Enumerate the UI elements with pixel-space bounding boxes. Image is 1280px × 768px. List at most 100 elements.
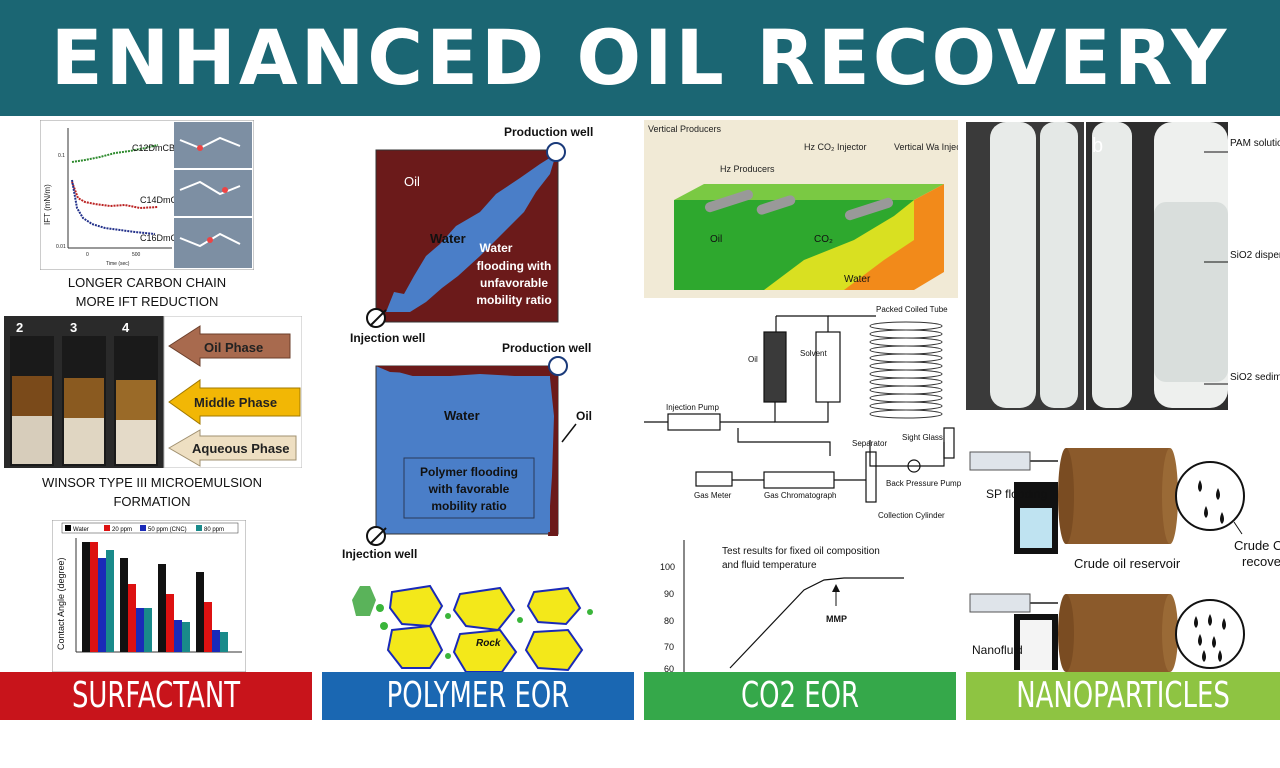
- co2-label-bar: [644, 672, 956, 720]
- coiled-tube: [869, 321, 943, 419]
- collection-cylinder-label: Collection Cylinder: [878, 511, 945, 520]
- packed-coiled-tube-label: Packed Coiled Tube: [876, 305, 948, 314]
- water-bottom-label: Water: [444, 408, 480, 423]
- ift-chart: IFT (mN/m) 0.1 0.01 0 500 Time (sec) C12…: [40, 120, 254, 270]
- injection-well-bottom: [366, 526, 386, 546]
- mmp-note-line2: and fluid temperature: [722, 560, 817, 571]
- rock-grain-diagram: Rock: [352, 584, 593, 672]
- surfactant-label-bar: [0, 672, 312, 720]
- co2-zone-label: CO₂: [814, 234, 833, 245]
- bottom-desc-3: mobility ratio: [431, 499, 506, 513]
- ift-xtick-2: 500: [132, 252, 141, 258]
- syringe-top: [969, 451, 1058, 471]
- oil-phase-label: Oil Phase: [204, 340, 263, 355]
- ift-xlabel: Time (sec): [106, 261, 130, 267]
- production-well-bottom: [548, 356, 568, 376]
- nano-panel: b PAM solution SiO2 dispersion SiO2 sedi…: [966, 116, 1280, 672]
- legend-20ppm: 20 ppm: [112, 527, 132, 533]
- legend-water: Water: [73, 527, 89, 533]
- ift-series-c16: [71, 179, 156, 235]
- mmp-ytick-60: 60: [664, 664, 674, 672]
- vertical-producers-label: Vertical Producers: [648, 124, 722, 134]
- mmp-ytick-80: 80: [664, 616, 674, 626]
- nanofluid-label: Nanofluid: [972, 643, 1023, 657]
- tube-3: [62, 336, 106, 466]
- microemulsion-caption-line2: FORMATION: [113, 494, 191, 509]
- tube-label-4: 4: [122, 320, 130, 335]
- sio2-dispersion-label: SiO2 dispersion: [1230, 250, 1280, 261]
- oil-bottom-label: Oil: [576, 409, 592, 423]
- sight-glass-label: Sight Glass: [902, 433, 943, 442]
- co2-reservoir-diagram: Vertical Producers Hz Producers Hz CO₂ I…: [644, 120, 958, 298]
- nano-label: NANOPARTICLES: [1016, 675, 1230, 716]
- separator-label: Separator: [852, 439, 887, 448]
- legend-80ppm: 80 ppm: [204, 527, 224, 533]
- sio2-tubes-photo: b PAM solution SiO2 dispersion SiO2 sedi…: [966, 122, 1280, 410]
- microemulsion-figure: 2 3 4 Oil Phase Middle Phase Aqueous Pha…: [4, 316, 302, 468]
- contact-angle-ylabel: Contact Angle (degree): [56, 557, 66, 650]
- contact-bars: [82, 542, 228, 652]
- crude-oil-recovery-label-2: recove: [1242, 554, 1280, 569]
- bottom-desc-2: with favorable: [428, 482, 510, 496]
- ift-series-c14: [71, 181, 159, 210]
- aqueous-phase-label: Aqueous Phase: [192, 441, 290, 456]
- top-desc-1: Water: [480, 241, 513, 255]
- co2-apparatus-diagram: Packed Coiled Tube Oil Solvent Injection…: [644, 302, 962, 538]
- production-well-bottom-label: Production well: [502, 341, 591, 355]
- mmp-chart: Test results for fixed oil composition a…: [644, 536, 962, 672]
- polymer-label: POLYMER EOR: [386, 675, 570, 716]
- tube-2: [10, 336, 54, 466]
- pam-solution-label: PAM solution: [1230, 138, 1280, 149]
- injection-well-bottom-label: Injection well: [342, 547, 417, 561]
- oil-top-label: Oil: [404, 174, 420, 189]
- surfactant-label: SURFACTANT EOR: [71, 675, 241, 764]
- surfactant-panel: IFT (mN/m) 0.1 0.01 0 500 Time (sec) C12…: [0, 116, 316, 672]
- ift-series-c12: [71, 144, 159, 163]
- aqueous-phase-arrow: [168, 429, 297, 467]
- sio2-sedimentation-label: SiO2 sedimentation: [1230, 372, 1280, 383]
- sp-flooding-label: SP flooding: [986, 487, 1047, 501]
- oil-cell-label: Oil: [748, 355, 758, 364]
- co2-panel: Vertical Producers Hz Producers Hz CO₂ I…: [644, 116, 962, 672]
- bottom-desc-1: Polymer flooding: [420, 465, 518, 479]
- rock-label: Rock: [476, 638, 501, 649]
- contact-angle-chart: Water 20 ppm 50 ppm (CNC) 80 ppm Contact…: [52, 520, 246, 672]
- polymer-panel: Production well Injection well Oil Water…: [330, 116, 640, 672]
- nano-label-bar: [966, 672, 1280, 720]
- oil-zone-label: Oil: [710, 234, 722, 245]
- tube-4: [114, 336, 158, 466]
- legend-50ppm: 50 ppm (CNC): [148, 527, 187, 533]
- tube-label-2: 2: [16, 320, 23, 335]
- mmp-ytick-90: 90: [664, 589, 674, 599]
- middle-phase-arrow: [168, 379, 301, 425]
- solvent-cell-label: Solvent: [800, 349, 827, 358]
- vertical-injectors-label: Vertical Wa Injectors: [894, 142, 958, 152]
- header-banner: [0, 0, 1280, 116]
- ift-label-c16: C16DmCB: [140, 233, 183, 243]
- back-pressure-pump-label: Back Pressure Pump: [886, 479, 962, 488]
- mmp-marker-label: MMP: [826, 614, 847, 624]
- nanofluid-flooding-diagram: SP flooding Nanofluid Crude oil reservoi…: [966, 444, 1280, 672]
- production-well-top-label: Production well: [504, 125, 593, 139]
- ift-xtick-1: 0: [86, 252, 89, 258]
- polymer-label-bar: [322, 672, 634, 720]
- tube-label-3: 3: [70, 320, 77, 335]
- top-desc-2: flooding with: [477, 259, 552, 273]
- crude-oil-reservoir-label: Crude oil reservoir: [1074, 556, 1181, 571]
- hz-producers-label: Hz Producers: [720, 164, 775, 174]
- injection-well-top-label: Injection well: [350, 331, 425, 345]
- injection-well-top: [366, 308, 386, 328]
- ift-caption: LONGER CARBON CHAIN MORE IFT REDUCTION: [40, 273, 254, 311]
- water-zone-label: Water: [844, 274, 871, 285]
- ift-label-c14: C14DmCB: [140, 195, 183, 205]
- middle-phase-label: Middle Phase: [194, 395, 277, 410]
- gas-meter-label: Gas Meter: [694, 491, 732, 500]
- ift-ytick-2: 0.01: [56, 244, 66, 250]
- gas-chromatograph-label: Gas Chromatograph: [764, 491, 836, 500]
- mmp-ytick-70: 70: [664, 642, 674, 652]
- mmp-curve: [729, 577, 904, 669]
- polymer-diagram: Production well Injection well Oil Water…: [342, 125, 593, 672]
- water-finger-top: [386, 154, 556, 312]
- injection-pump-label: Injection Pump: [666, 403, 719, 412]
- top-desc-3: unfavorable: [480, 276, 548, 290]
